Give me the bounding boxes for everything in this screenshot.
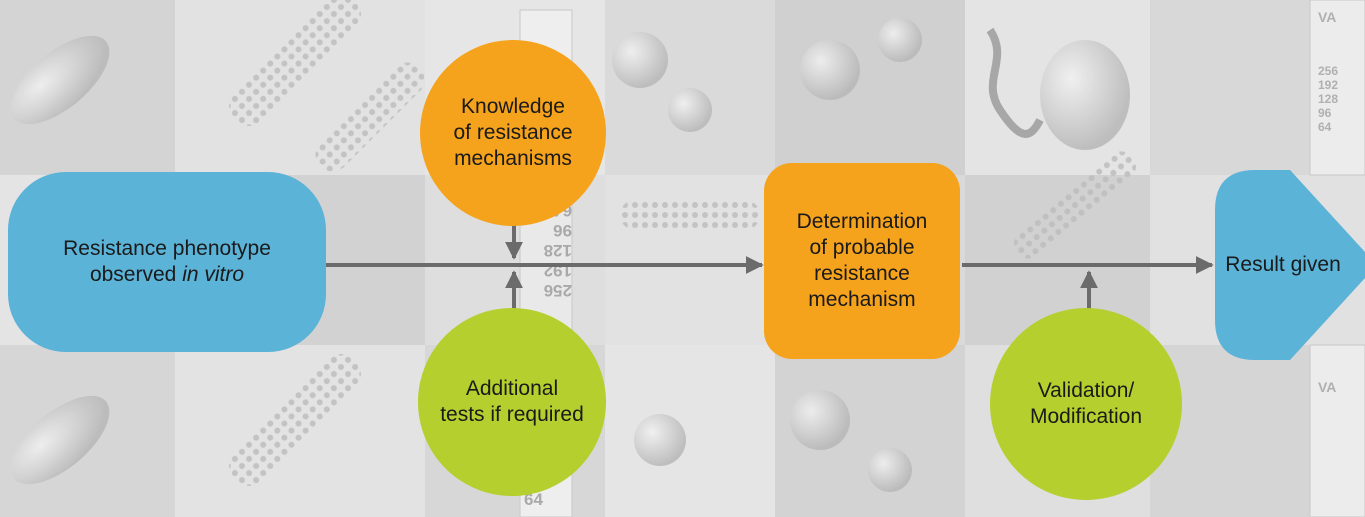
result-given-shape — [1255, 170, 1365, 360]
node-validation-line: Modification — [1029, 405, 1143, 428]
strip-scale-right-bottom: VA — [1318, 380, 1362, 394]
node-determination-line: Determination — [796, 210, 928, 233]
node-knowledge-line: Knowledge — [461, 95, 565, 118]
strip-number: 64 — [524, 490, 543, 509]
node-phenotype-line2: observed in vitro — [63, 262, 271, 288]
node-determination: Determination of probable resistance mec… — [764, 163, 960, 359]
node-phenotype-in-vitro: in vitro — [182, 263, 245, 286]
node-determination-line: resistance — [814, 262, 910, 285]
node-result-given: Result given — [1215, 170, 1355, 360]
node-phenotype-line1: Resistance phenotype — [63, 237, 271, 260]
node-knowledge: Knowledge of resistance mechanisms — [420, 40, 606, 226]
strip-number: 128 — [1318, 92, 1339, 106]
node-knowledge-line: mechanisms — [454, 147, 572, 170]
node-determination-line: of probable — [809, 236, 915, 259]
strip-scale-right-top: VA 256 192 128 96 64 — [1318, 10, 1362, 134]
strip-number: 256 — [1318, 64, 1339, 78]
strip-label: VA — [1318, 9, 1337, 25]
node-resistance-phenotype: Resistance phenotype observed in vitro — [8, 172, 326, 352]
node-validation-line: Validation/ — [1037, 379, 1135, 402]
node-additional-tests: Additional tests if required — [418, 308, 606, 496]
strip-label: VA — [1318, 379, 1337, 395]
result-given-shape-left — [1215, 170, 1255, 360]
node-determination-line: mechanism — [808, 288, 916, 311]
node-validation: Validation/ Modification — [990, 308, 1182, 500]
strip-number: 96 — [1318, 106, 1332, 120]
node-additional-line: Additional — [465, 377, 559, 400]
strip-number: 192 — [1318, 78, 1339, 92]
node-result-label: Result given — [1225, 253, 1341, 276]
node-additional-line: tests if required — [440, 403, 584, 426]
node-phenotype-observed: observed — [89, 263, 183, 286]
node-knowledge-line: of resistance — [453, 121, 573, 144]
strip-number: 64 — [1318, 120, 1332, 134]
